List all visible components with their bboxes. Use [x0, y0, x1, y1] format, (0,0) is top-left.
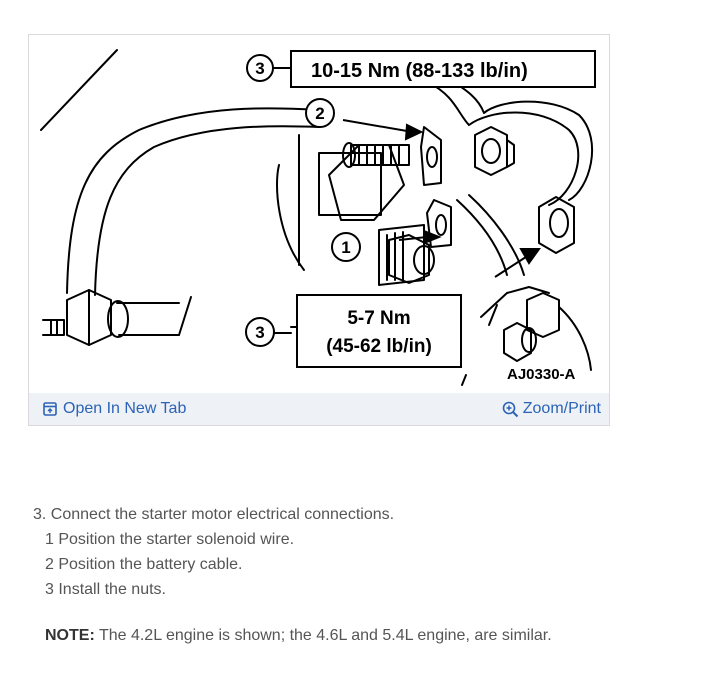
substep-2: 2 Position the battery cable.	[33, 552, 394, 577]
callout-3-bottom: 3	[255, 323, 264, 342]
substep-text: Position the starter solenoid wire.	[58, 531, 295, 548]
zoom-print-link[interactable]: Zoom/Print	[502, 400, 601, 418]
callout-1: 1	[341, 238, 350, 257]
instruction-steps: 3. Connect the starter motor electrical …	[33, 502, 394, 602]
step-3: 3. Connect the starter motor electrical …	[33, 506, 395, 523]
substep-3: 3 Install the nuts.	[33, 577, 394, 602]
upper-torque-label: 10-15 Nm (88-133 lb/in)	[311, 60, 528, 82]
callout-2: 2	[315, 104, 324, 123]
note-label: NOTE:	[45, 627, 95, 644]
note-text: The 4.2L engine is shown; the 4.6L and 5…	[94, 627, 552, 644]
lower-torque-nm-label: 5-7 Nm	[347, 308, 410, 329]
figure-footer: Open In New Tab Zoom/Print	[29, 393, 609, 425]
diagram-svg: 10-15 Nm (88-133 lb/in) 3 2 1 5-7 Nm (45…	[40, 49, 596, 386]
tube-line	[40, 49, 118, 131]
open-in-new-tab-label: Open In New Tab	[63, 400, 187, 417]
substep-number: 3	[45, 581, 54, 598]
starter-wiring-diagram[interactable]: 10-15 Nm (88-133 lb/in) 3 2 1 5-7 Nm (45…	[29, 35, 609, 393]
engine-note: NOTE: The 4.2L engine is shown; the 4.6L…	[45, 627, 552, 645]
open-new-tab-icon	[43, 402, 57, 416]
zoom-print-label: Zoom/Print	[522, 400, 601, 417]
substep-number: 1	[45, 531, 54, 548]
zoom-in-icon	[502, 401, 519, 418]
callout-3-top: 3	[255, 59, 264, 78]
figure-code: AJ0330-A	[507, 366, 576, 383]
diagram-figure: 10-15 Nm (88-133 lb/in) 3 2 1 5-7 Nm (45…	[28, 34, 610, 426]
substep-number: 2	[45, 556, 54, 573]
open-in-new-tab-link[interactable]: Open In New Tab	[43, 400, 186, 418]
substep-text: Install the nuts.	[58, 581, 166, 598]
substep-1: 1 Position the starter solenoid wire.	[33, 527, 394, 552]
lower-torque-lbin-label: (45-62 lb/in)	[326, 336, 432, 357]
substep-text: Position the battery cable.	[58, 556, 243, 573]
